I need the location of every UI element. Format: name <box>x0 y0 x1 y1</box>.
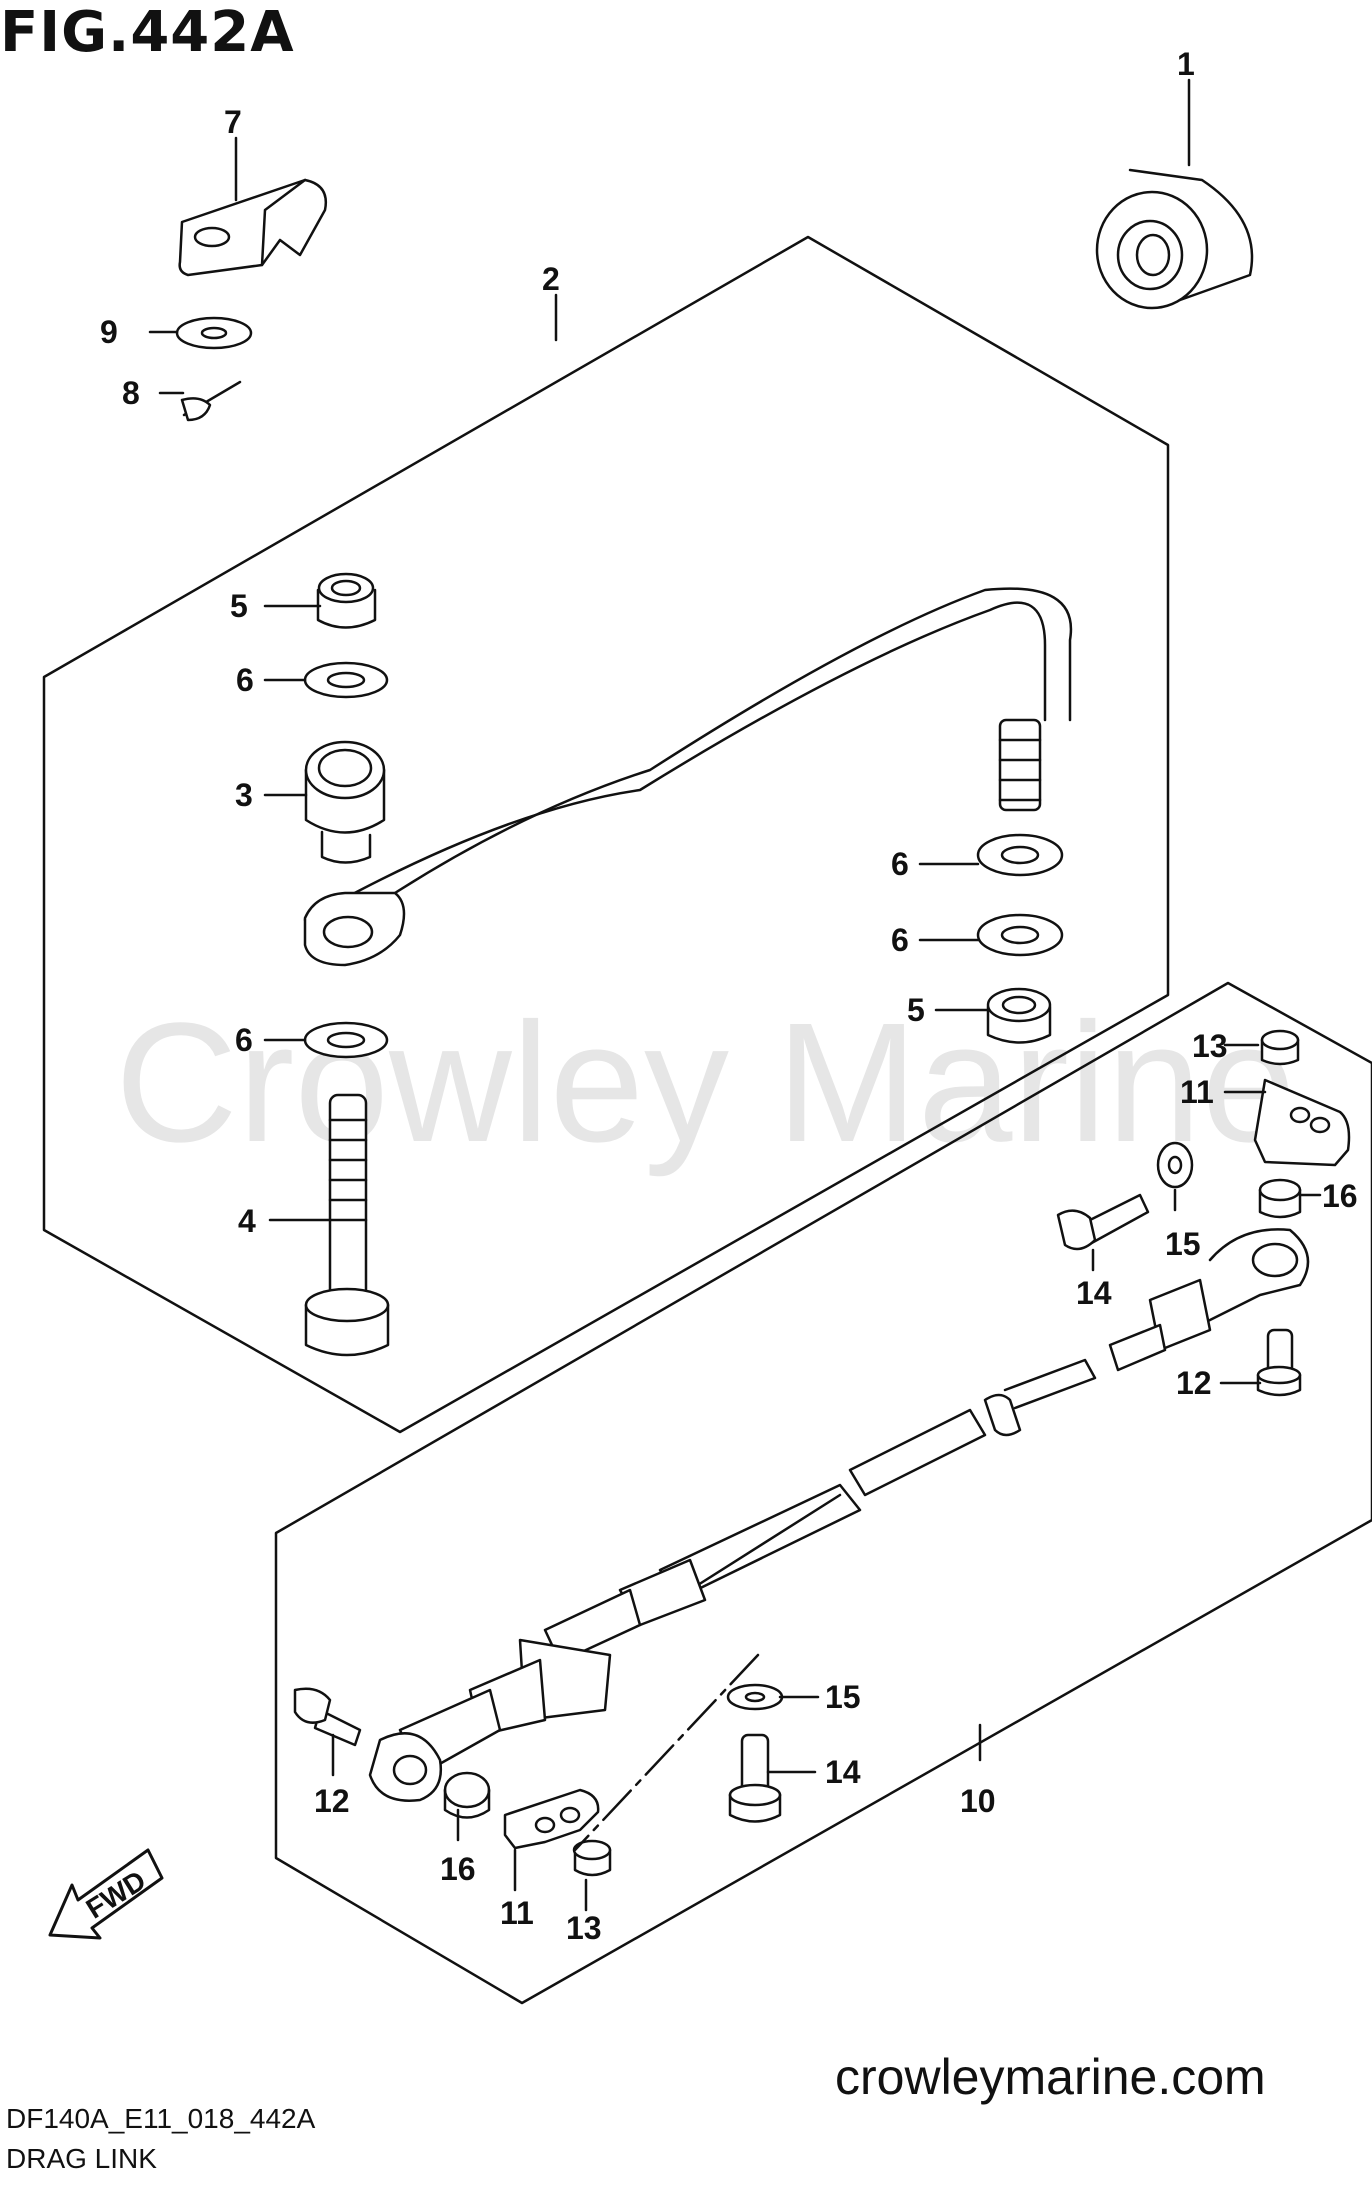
callout-2: 2 <box>542 261 560 297</box>
washer-part-6-d <box>303 1021 389 1059</box>
callout-5b: 5 <box>907 992 925 1028</box>
callout-3: 3 <box>235 777 253 813</box>
washer-part-15-upper <box>1156 1141 1194 1189</box>
callout-7: 7 <box>224 104 242 140</box>
site-link[interactable]: crowleymarine.com <box>835 2049 1266 2105</box>
callout-13a: 13 <box>1192 1028 1228 1064</box>
collar-part-16-upper <box>1258 1178 1302 1219</box>
callout-16b: 16 <box>440 1851 476 1887</box>
callout-15a: 15 <box>1165 1226 1201 1262</box>
callout-5a: 5 <box>230 588 248 624</box>
link-joint-part <box>178 178 328 277</box>
rod-end-part-upper <box>1108 1228 1310 1372</box>
callout-14a: 14 <box>1076 1275 1112 1311</box>
callout-11b: 11 <box>500 1895 534 1931</box>
callout-14b: 14 <box>825 1754 861 1790</box>
callout-6c: 6 <box>891 922 909 958</box>
collar-part <box>304 740 386 864</box>
alignment-line <box>573 1653 760 1852</box>
watermark: Crowley Marine <box>115 988 1296 1178</box>
callout-13b: 13 <box>566 1910 602 1946</box>
washer-part-6-b <box>976 833 1064 877</box>
kit-outline-lower <box>274 981 1372 2005</box>
callout-16a: 16 <box>1322 1178 1358 1214</box>
callout-labels: 1 2 3 4 5 5 6 6 6 6 7 8 9 10 11 11 12 12… <box>100 46 1358 1946</box>
leader-lines <box>148 78 1322 1912</box>
nut-part-5-upper <box>316 572 377 629</box>
diagram-caption: DRAG LINK <box>6 2143 157 2174</box>
callout-4: 4 <box>238 1203 256 1239</box>
washer-part-6-c <box>976 913 1064 957</box>
callout-9: 9 <box>100 314 118 350</box>
drag-link-rod <box>303 587 1073 967</box>
bolt-part-14-upper <box>1056 1193 1150 1251</box>
forward-arrow: FWD <box>48 1848 164 1940</box>
bracket-part-11-lower <box>503 1788 600 1850</box>
washer-part-6-a <box>303 661 389 699</box>
washer-part-15-lower <box>726 1683 784 1711</box>
callout-6a: 6 <box>236 662 254 698</box>
nut-part-13-lower <box>572 1839 612 1877</box>
callout-1: 1 <box>1177 46 1195 82</box>
bracket-part-11-upper <box>1253 1078 1351 1167</box>
callout-12a: 12 <box>1176 1365 1212 1401</box>
callout-15b: 15 <box>825 1679 861 1715</box>
callout-10: 10 <box>960 1783 996 1819</box>
callout-11a: 11 <box>1180 1074 1214 1110</box>
cotter-pin-part <box>180 380 242 422</box>
bolt-part-4 <box>304 1093 390 1357</box>
collar-part-16-lower <box>443 1771 491 1819</box>
nut-part-5-lower <box>986 987 1052 1044</box>
bolt-part-14-lower <box>728 1733 782 1823</box>
bolt-part-12-lower <box>293 1687 362 1747</box>
kit-outline-upper <box>42 235 1170 1434</box>
diagram-code: DF140A_E11_018_442A <box>6 2103 316 2134</box>
callout-6b: 6 <box>891 846 909 882</box>
callout-6d: 6 <box>235 1022 253 1058</box>
bolt-part-12-upper <box>1256 1328 1302 1397</box>
callout-12b: 12 <box>314 1783 350 1819</box>
figure-title: FIG.442A <box>0 0 295 65</box>
washer-part-9 <box>175 316 253 350</box>
adjustment-rod <box>368 1358 1097 1802</box>
nut-part-13-upper <box>1260 1029 1300 1066</box>
callout-8: 8 <box>122 375 140 411</box>
grommet-part <box>1095 168 1254 310</box>
